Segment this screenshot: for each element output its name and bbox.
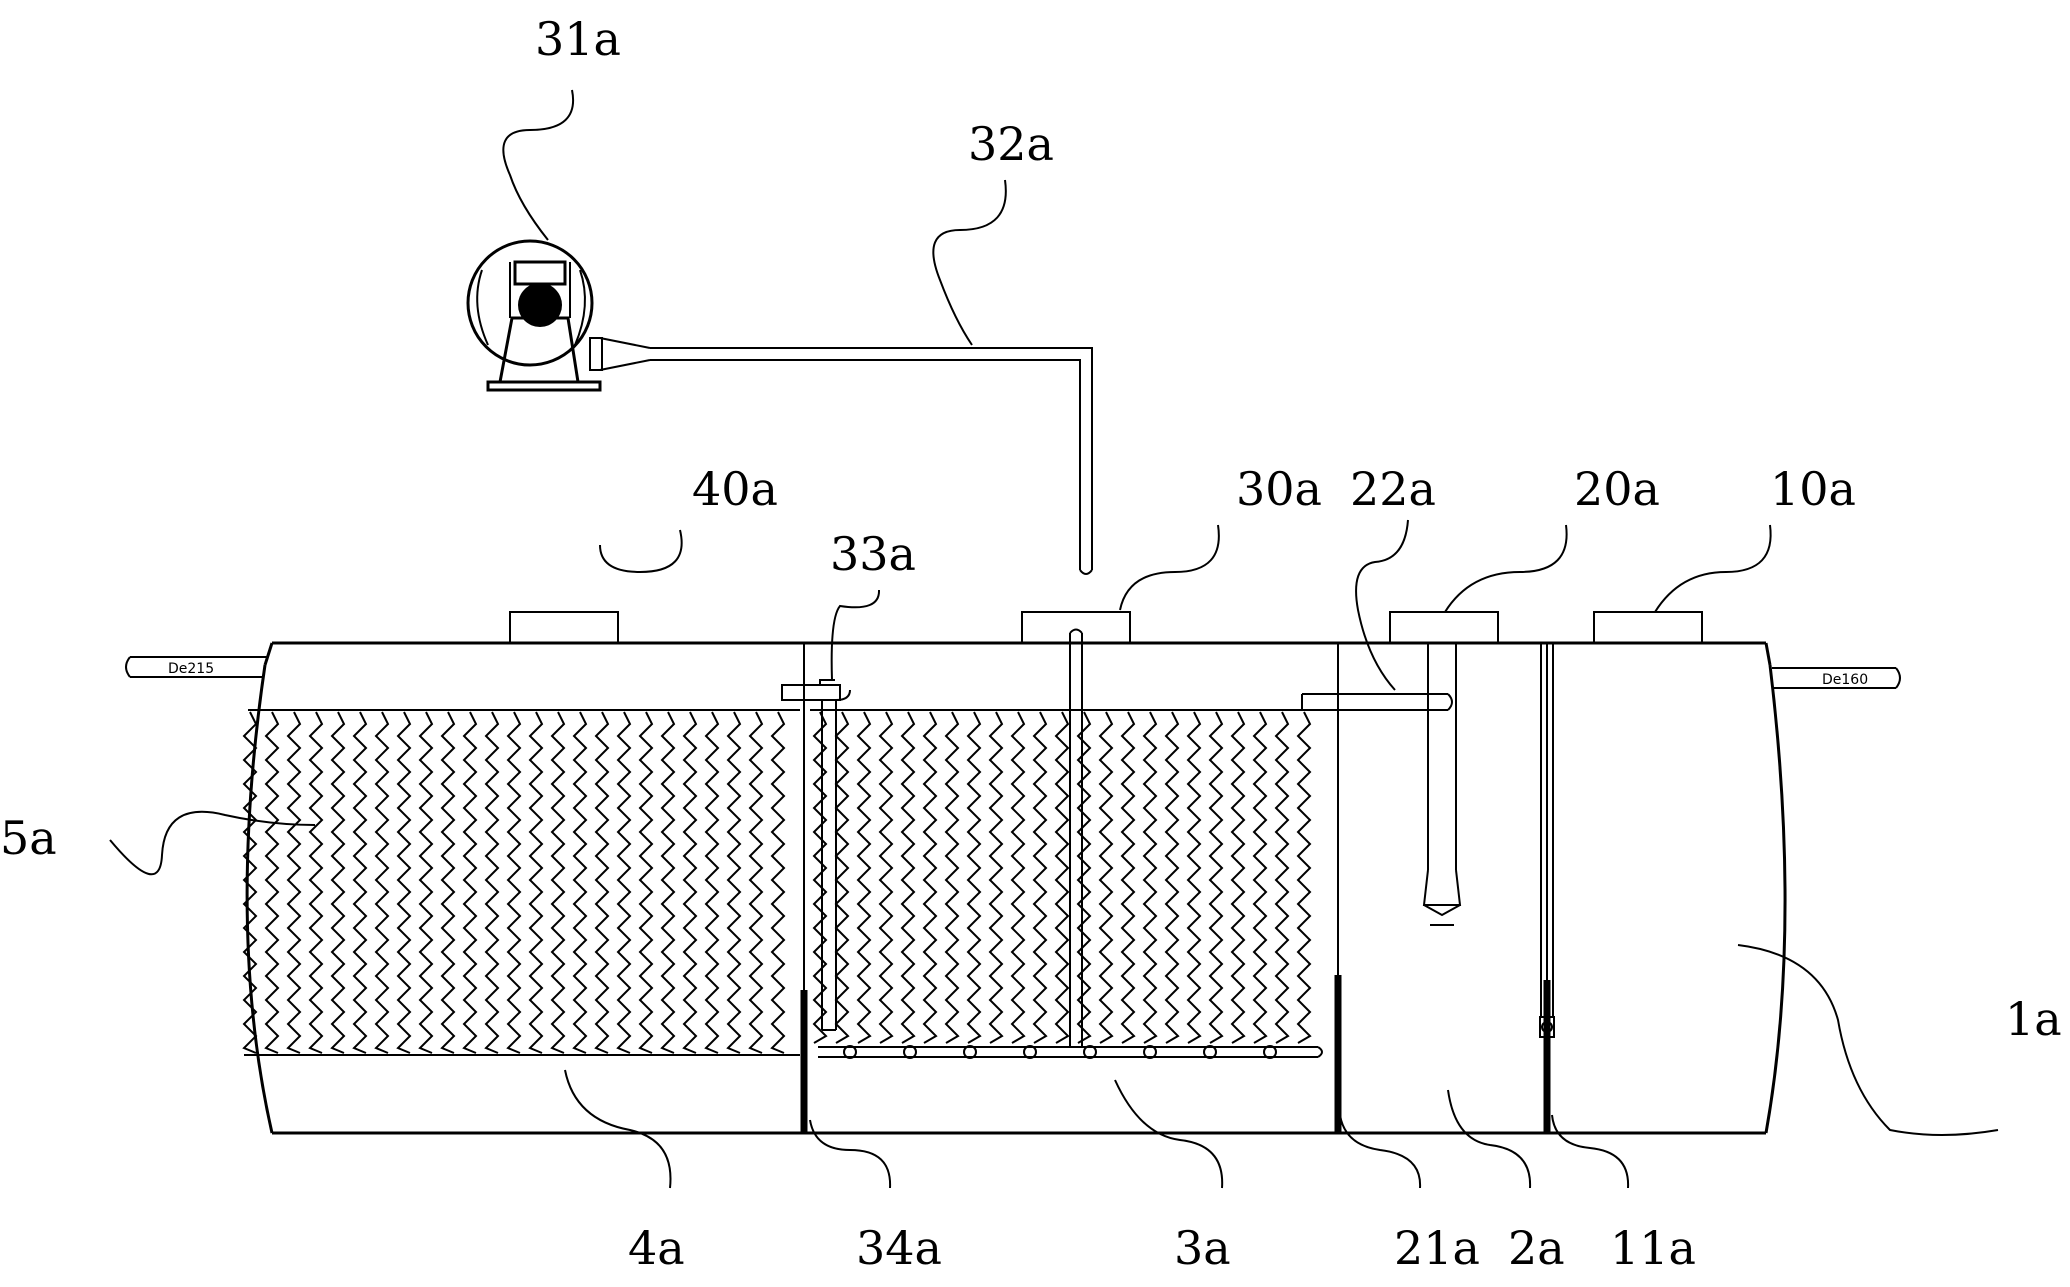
media-strand: [616, 711, 632, 1054]
media-strand: [1032, 711, 1048, 1044]
blower-31a: [466, 239, 602, 392]
media-strand: [1230, 711, 1246, 1044]
partitions: [800, 643, 1555, 1133]
outlet-pipe-mark: De215: [168, 661, 214, 677]
return-pipe-33a: [781, 679, 851, 1031]
media-strand: [462, 711, 478, 1054]
label-20a: 20a: [1574, 462, 1660, 516]
media-strand: [572, 711, 588, 1054]
label-11a: 11a: [1610, 1221, 1696, 1275]
label-31a: 31a: [535, 12, 621, 66]
label-34a: 34a: [856, 1221, 942, 1275]
label-33a: 33a: [830, 527, 916, 581]
media-strand: [682, 711, 698, 1054]
media-strand: [396, 711, 412, 1054]
diffuser-nozzle: [843, 1045, 857, 1059]
media-strand: [1208, 711, 1224, 1044]
label-21a: 21a: [1394, 1221, 1480, 1275]
media-strand: [418, 711, 434, 1054]
media-strand: [242, 711, 258, 1054]
cover-40a: [509, 611, 619, 644]
label-30a: 30a: [1236, 462, 1322, 516]
media-strand: [1010, 711, 1026, 1044]
media-strand: [878, 711, 894, 1044]
media-strand: [1054, 711, 1070, 1044]
media-strand: [506, 711, 522, 1054]
cover-30a: [1021, 611, 1131, 644]
label-22a: 22a: [1350, 462, 1436, 516]
media-strand: [1076, 711, 1092, 1044]
media-strand: [594, 711, 610, 1054]
diffuser-nozzle: [1203, 1045, 1217, 1059]
label-32a: 32a: [968, 117, 1054, 171]
media-strand: [704, 711, 720, 1054]
label-2a: 2a: [1508, 1221, 1565, 1275]
transfer-pipe-22a: [1301, 643, 1462, 926]
media-strand: [1164, 711, 1180, 1044]
media-strand: [528, 711, 544, 1054]
outlet-pipe: De215: [125, 656, 268, 678]
media-strand: [264, 711, 280, 1054]
media-strand: [988, 711, 1004, 1044]
inlet-pipe-mark: De160: [1822, 672, 1868, 688]
diffuser-nozzle: [1263, 1045, 1277, 1059]
labels: 31a 32a 40a 33a 30a 22a 20a 10a 5a 1a 4a…: [0, 12, 2062, 1275]
diffuser-nozzle: [1143, 1045, 1157, 1059]
media-strand: [638, 711, 654, 1054]
media-strand: [440, 711, 456, 1054]
label-40a: 40a: [692, 462, 778, 516]
media-strand: [660, 711, 676, 1054]
diffuser-nozzle: [1083, 1045, 1097, 1059]
cover-10a: [1593, 611, 1703, 644]
label-4a: 4a: [628, 1221, 685, 1275]
media-strand: [966, 711, 982, 1044]
media-strand: [286, 711, 302, 1054]
media-strand: [352, 711, 368, 1054]
diffuser-nozzle: [963, 1045, 977, 1059]
media-strand: [856, 711, 872, 1044]
media-strand: [374, 711, 390, 1054]
media-strand: [834, 711, 850, 1044]
media-strand: [922, 711, 938, 1044]
media-strand: [770, 711, 786, 1054]
media-strand: [748, 711, 764, 1054]
tank-body: [245, 641, 1787, 1135]
media-strand: [330, 711, 346, 1054]
media-strand: [1120, 711, 1136, 1044]
label-5a: 5a: [0, 811, 57, 865]
aeration-diffuser: [818, 1045, 1323, 1059]
media-strand: [1296, 711, 1312, 1044]
media-strand: [484, 711, 500, 1054]
air-pipe-32a: [589, 337, 1093, 1047]
media-strand: [1142, 711, 1158, 1044]
media-strand: [1252, 711, 1268, 1044]
media-strand: [726, 711, 742, 1054]
label-10a: 10a: [1770, 462, 1856, 516]
media-strand: [550, 711, 566, 1054]
media-strand: [1186, 711, 1202, 1044]
inlet-pipe: De160: [1772, 667, 1901, 689]
label-3a: 3a: [1174, 1221, 1231, 1275]
media-strand: [308, 711, 324, 1054]
diffuser-nozzle: [903, 1045, 917, 1059]
leader-lines: [109, 89, 1999, 1189]
access-covers: [509, 611, 1703, 644]
media-strand: [1098, 711, 1114, 1044]
cover-20a: [1389, 611, 1499, 644]
media-strand: [900, 711, 916, 1044]
label-1a: 1a: [2005, 992, 2062, 1046]
media-strand: [944, 711, 960, 1044]
media-strand: [812, 711, 828, 1044]
diffuser-nozzle: [1023, 1045, 1037, 1059]
inlet-drop-pipe: [1540, 643, 1554, 1017]
biofilm-media: [242, 711, 1312, 1054]
media-strand: [1274, 711, 1290, 1044]
